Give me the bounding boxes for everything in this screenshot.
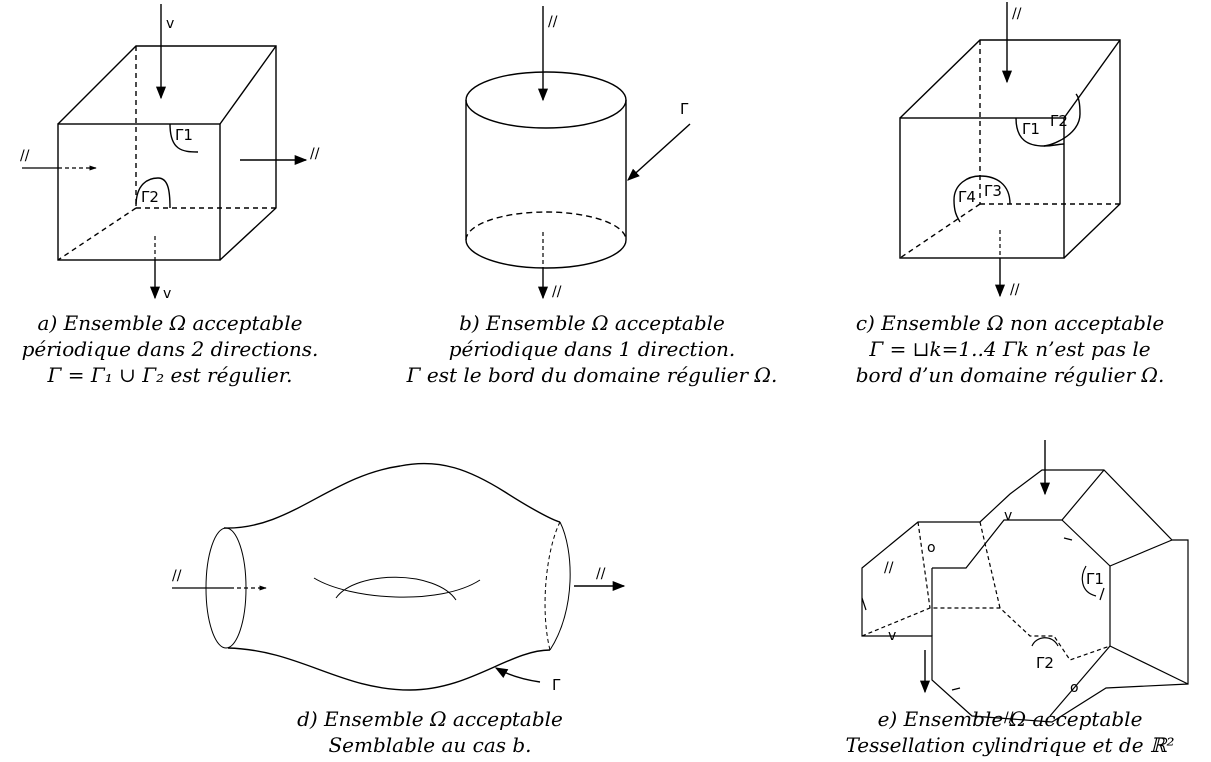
cube-a-hidden-edges [57,46,276,261]
octagon-e-front-octagon [932,469,1105,569]
cube-a-top-right-edge [219,45,277,125]
cylinder-b [465,71,627,269]
cube-c-gamma3-label: Γ3 [984,182,1002,200]
tube-d [205,462,571,691]
caption-b-line1: b) Ensemble Ω acceptable [459,311,725,335]
octagon-e-tick-marks [861,537,1105,691]
caption-e-line2: Tessellation cylindrique et de ℝ² [845,733,1175,757]
cube-c-gamma1-label: Γ1 [1022,120,1040,138]
cube-c-gamma3-curve [979,175,1011,205]
caption-d-line2: Semblable au cas b. [328,733,532,757]
cube-a-gamma2-label: Γ2 [141,188,159,206]
octagon-e-o-upper: o [927,540,936,556]
caption-a-line1: a) Ensemble Ω acceptable [37,311,303,335]
caption-b: b) Ensemble Ω acceptable périodique dans… [372,310,812,388]
cube-c-top-right-edge [1063,39,1121,119]
cube-a-v-bottom: v [163,286,171,302]
cylinder-b-top-ellipse [465,71,627,129]
cube-a-front-face [57,123,221,261]
caption-d-line1: d) Ensemble Ω acceptable [297,707,563,731]
cylinder-b-gamma-label: Γ [680,100,689,118]
cube-c-hidden-edges [899,40,1120,259]
tube-d-right-end-front [549,521,571,651]
tube-d-lower-contour [227,647,551,691]
octagon-e-top-cross [1109,539,1173,567]
tube-d-hole-outer [313,577,481,598]
cube-a-periodic-left: // [20,148,30,164]
octagon-e-outline [861,469,1189,723]
octagon-e-v-lower: v [888,628,896,644]
caption-e-line1: e) Ensemble Ω acceptable [877,707,1143,731]
tube-d-gamma-arrow [494,667,541,683]
octagon-e-hidden-edges [861,521,1111,661]
cube-c-gamma4-label: Γ4 [958,188,976,206]
octagon-e-right-edge-3 [1049,645,1111,717]
octagon-e-gamma1-label: Γ1 [1086,570,1104,588]
cube-c-gamma2-label: Γ2 [1050,112,1068,130]
cylinder-b-bottom-back [465,211,627,241]
caption-a-line2: périodique dans 2 directions. [21,337,319,361]
cube-a [57,45,277,261]
tube-d-periodic-left: // [172,568,182,584]
tube-d-gamma-label: Γ [552,676,561,694]
caption-c-line3: bord d’un domaine régulier Ω. [855,363,1165,387]
cube-c-gamma2-curve [1043,93,1081,147]
cube-a-gamma1-curve [169,123,199,153]
caption-e: e) Ensemble Ω acceptable Tessellation cy… [820,706,1200,758]
caption-b-line2: périodique dans 1 direction. [448,337,736,361]
cube-c-periodic-top: // [1012,6,1022,22]
octagon-e-periodic-upper: // [884,560,894,576]
octagon-e-right-edge-1 [1061,519,1111,567]
octagon-e-gamma1-curve [1081,565,1097,597]
cube-a-gamma1-label: Γ1 [175,126,193,144]
caption-a: a) Ensemble Ω acceptable périodique dans… [0,310,340,388]
tube-d-hole-inner [335,576,457,601]
caption-d: d) Ensemble Ω acceptable Semblable au ca… [230,706,630,758]
cylinder-b-bottom-front [465,239,627,269]
cube-c-front-face [899,117,1065,259]
cube-a-top-face [57,45,277,261]
cube-c [899,39,1121,259]
tube-d-right-end-back [544,521,561,651]
cube-c-top-face [899,39,1121,259]
cube-a-v-top: v [166,16,174,32]
tube-d-upper-contour [223,462,561,529]
octagon-e-o-lower: o [1070,680,1079,696]
cube-c-periodic-bottom: // [1010,282,1020,298]
octagon-e-bottom-cross [1109,645,1189,685]
caption-c: c) Ensemble Ω non acceptable Γ = ⊔k=1..4… [820,310,1200,388]
caption-b-line3: Γ est le bord du domaine régulier Ω. [406,363,778,387]
cube-c-gamma4-curve [953,175,981,223]
octagon-e-periodic-lower: // [1004,710,1014,726]
octagon-e [861,469,1189,723]
cylinder-b-gamma-arrow [627,123,691,181]
octagon-e-gamma2-label: Γ2 [1036,654,1054,672]
cube-a-periodic-right: // [310,146,320,162]
cube-a-gamma2-curve [135,177,171,209]
caption-a-line3: Γ = Γ₁ ∪ Γ₂ est régulier. [47,363,293,387]
tube-d-periodic-right: // [596,566,606,582]
octagon-e-v-upper: v [1004,508,1012,524]
caption-c-line1: c) Ensemble Ω non acceptable [855,311,1165,335]
caption-c-line2: Γ = ⊔k=1..4 Γk n’est pas le [869,337,1151,361]
cylinder-b-periodic-bottom: // [552,284,562,300]
cylinder-b-periodic-top: // [548,14,558,30]
octagon-e-gamma2-curve [1031,637,1059,647]
